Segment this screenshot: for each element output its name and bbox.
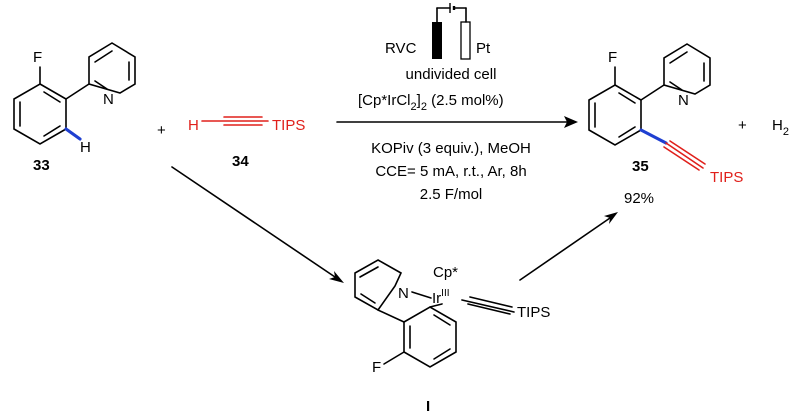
ligand-cp-star: Cp* (433, 264, 458, 281)
tips-group-34: TIPS (272, 117, 305, 134)
condition-catalyst: [Cp*IrCl2]2 (2.5 mol%) (358, 92, 504, 113)
atom-n-35: N (678, 92, 689, 109)
pyridine-ring-35 (663, 43, 711, 95)
electrode-label-pt: Pt (476, 40, 491, 57)
intermediate-I: N IrIII Cp* F TIPS I (354, 259, 550, 414)
plus-sign-2: + (738, 117, 747, 134)
rvc-electrode (432, 22, 442, 59)
condition-base-solvent: KOPiv (3 equiv.), MeOH (371, 140, 531, 157)
atom-f-35: F (608, 49, 617, 66)
benzene-ring-I (403, 306, 457, 368)
compound-label-34: 34 (232, 153, 249, 170)
benzene-ring-33 (13, 83, 67, 145)
atom-n-33: N (103, 91, 114, 108)
condition-current: CCE= 5 mA, r.t., Ar, 8h (375, 163, 526, 180)
tips-group-I: TIPS (517, 304, 550, 321)
reaction-arrow (336, 116, 578, 128)
atom-f-I: F (372, 359, 381, 376)
new-cc-bond-highlight (639, 128, 668, 145)
compound-label-35: 35 (632, 158, 649, 175)
ch-bond-highlight (64, 127, 82, 141)
pathway-arrow-to-product (519, 212, 618, 281)
pathway-arrow-to-intermediate (171, 166, 344, 283)
condition-charge: 2.5 F/mol (420, 186, 483, 203)
atom-f-33: F (33, 49, 42, 66)
benzene-ring-35 (588, 84, 642, 146)
electrode-cell: RVC Pt (385, 3, 491, 60)
tips-group-35: TIPS (710, 169, 743, 186)
atom-h-33: H (80, 139, 91, 156)
atom-n-I: N (398, 285, 409, 302)
condition-cell: undivided cell (406, 66, 497, 83)
plus-sign-1: + (157, 122, 166, 139)
compound-label-I: I (426, 398, 430, 414)
yield-35: 92% (624, 190, 654, 207)
pyridine-ring-33 (88, 42, 136, 94)
atom-h-34: H (188, 117, 199, 134)
compound-34: H TIPS 34 (188, 116, 305, 170)
metal-ir: IrIII (432, 288, 450, 307)
pt-electrode (460, 21, 471, 60)
compound-35: F N TIPS 35 92% (588, 43, 743, 207)
reaction-conditions: undivided cell [Cp*IrCl2]2 (2.5 mol%) KO… (358, 66, 531, 203)
byproduct-h2: H2 (772, 117, 789, 138)
electrode-label-rvc: RVC (385, 40, 417, 57)
compound-33: F N H 33 (13, 42, 136, 174)
compound-label-33: 33 (33, 157, 50, 174)
